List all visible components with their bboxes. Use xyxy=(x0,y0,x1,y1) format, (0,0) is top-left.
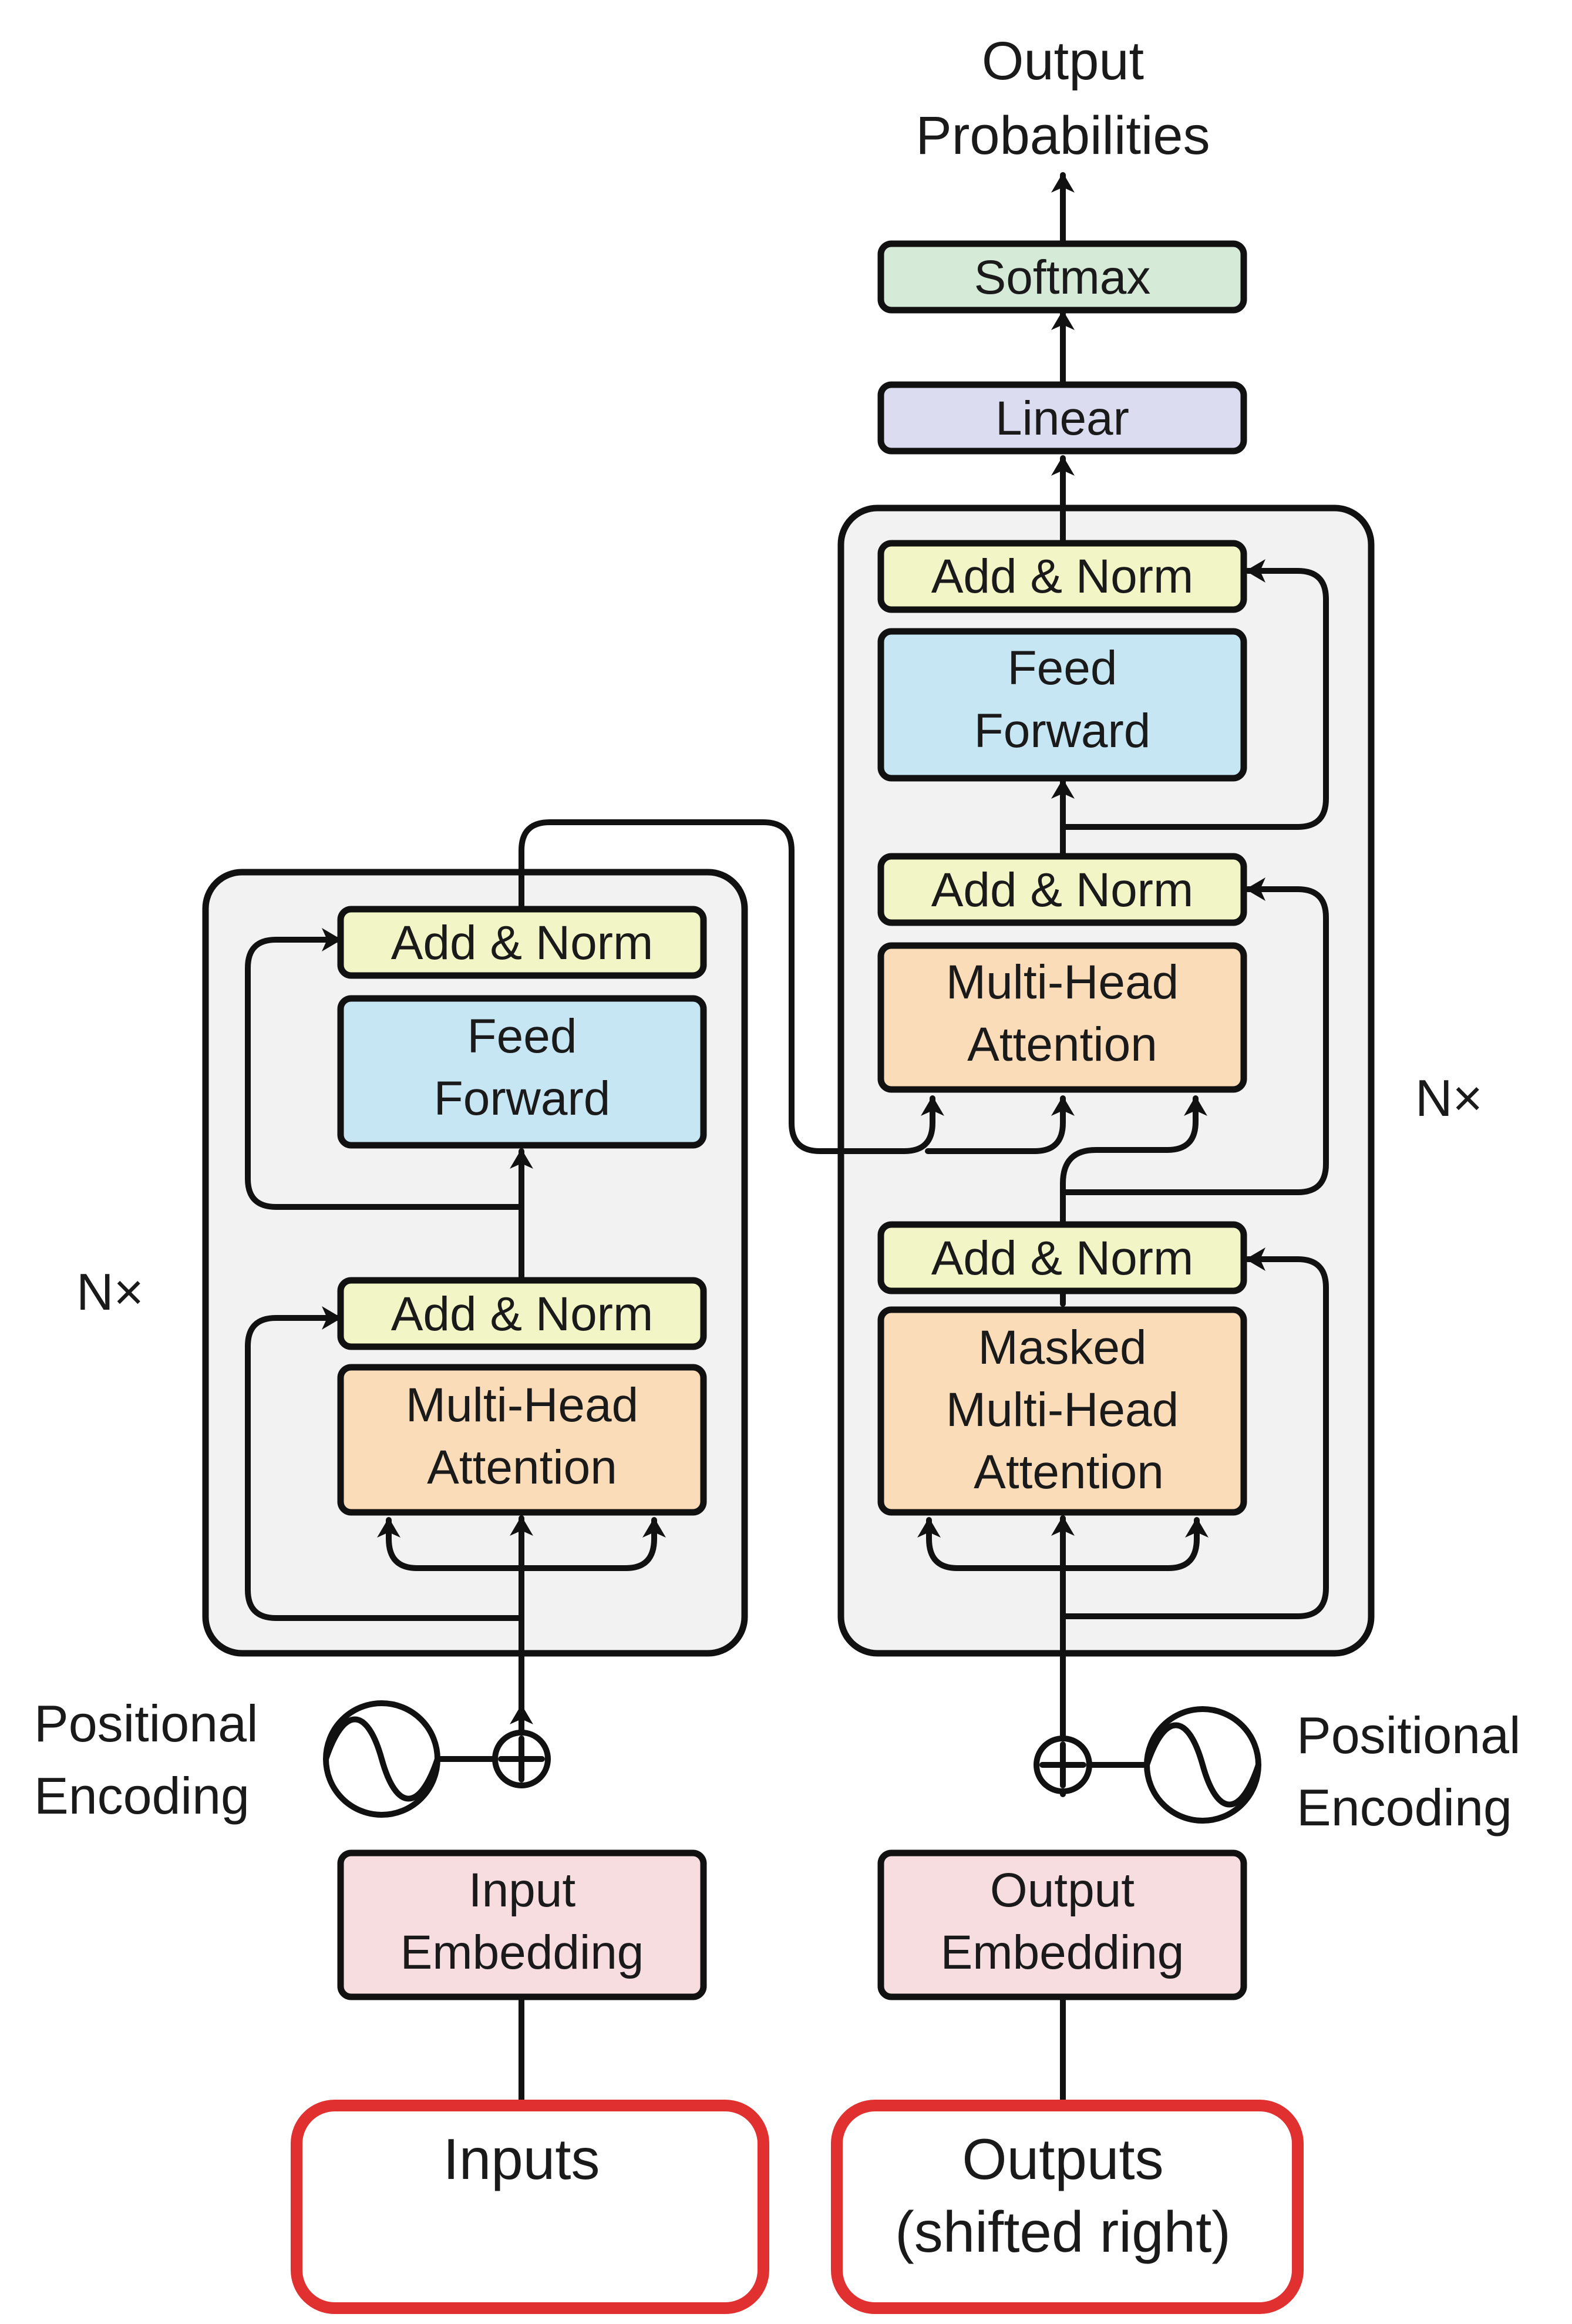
svg-text:Forward: Forward xyxy=(974,704,1151,758)
encoder-sine-wave-icon xyxy=(323,1700,440,1818)
encoder-stack xyxy=(202,869,748,1657)
svg-text:Add & Norm: Add & Norm xyxy=(391,1287,654,1341)
svg-text:Input: Input xyxy=(469,1864,576,1917)
svg-text:Multi-Head: Multi-Head xyxy=(406,1378,638,1432)
decoder-masked-attention: Masked Multi-Head Attention xyxy=(877,1306,1247,1516)
decoder-nx-label: N× xyxy=(1415,1069,1483,1127)
output-embedding-block: Output Embedding xyxy=(877,1849,1247,2000)
linear-block: Linear xyxy=(877,381,1247,455)
output-probabilities-label: Output xyxy=(982,31,1144,91)
svg-text:Masked: Masked xyxy=(978,1321,1146,1374)
output-probabilities-label-line2: Probabilities xyxy=(915,106,1210,166)
encoder-feed-forward: Feed Forward xyxy=(337,995,707,1149)
input-embedding-block: Input Embedding xyxy=(337,1849,707,2000)
encoder-add-icon xyxy=(492,1730,551,1788)
decoder-add-norm-top: Add & Norm xyxy=(877,540,1247,613)
svg-text:Multi-Head: Multi-Head xyxy=(946,1383,1179,1437)
svg-text:Add & Norm: Add & Norm xyxy=(391,916,654,970)
encoder-positional-encoding-label: Positional xyxy=(34,1694,258,1753)
decoder-positional-encoding-label-line2: Encoding xyxy=(1297,1778,1512,1837)
svg-text:Forward: Forward xyxy=(434,1072,611,1125)
decoder-feed-forward: Feed Forward xyxy=(877,628,1247,782)
svg-text:(shifted right): (shifted right) xyxy=(895,2199,1231,2264)
encoder-attention: Multi-Head Attention xyxy=(337,1364,707,1516)
svg-text:Softmax: Softmax xyxy=(974,251,1151,304)
encoder-add-norm-bottom: Add & Norm xyxy=(337,1277,707,1350)
svg-text:Attention: Attention xyxy=(967,1018,1157,1071)
inputs-box[interactable]: Inputs xyxy=(291,2100,769,2314)
svg-text:Add & Norm: Add & Norm xyxy=(931,863,1194,917)
decoder-sine-wave-icon xyxy=(1144,1706,1261,1824)
svg-text:Add & Norm: Add & Norm xyxy=(931,1232,1194,1285)
svg-text:Inputs: Inputs xyxy=(443,2127,600,2191)
svg-text:Embedding: Embedding xyxy=(400,1926,644,1979)
svg-text:Add & Norm: Add & Norm xyxy=(931,550,1194,603)
svg-text:Output: Output xyxy=(990,1864,1135,1917)
encoder-nx-label: N× xyxy=(76,1263,144,1321)
outputs-shifted-right-box[interactable]: Outputs (shifted right) xyxy=(831,2100,1304,2314)
svg-text:Linear: Linear xyxy=(995,392,1129,445)
softmax-block: Softmax xyxy=(877,240,1247,314)
decoder-cross-attention: Multi-Head Attention xyxy=(877,942,1247,1093)
decoder-positional-encoding-label: Positional xyxy=(1297,1706,1521,1764)
svg-text:Attention: Attention xyxy=(427,1441,617,1494)
decoder-add-norm-middle: Add & Norm xyxy=(877,853,1247,926)
svg-text:Multi-Head: Multi-Head xyxy=(946,956,1179,1009)
encoder-positional-encoding-label-line2: Encoding xyxy=(34,1767,250,1825)
svg-text:Attention: Attention xyxy=(974,1445,1164,1499)
svg-text:Feed: Feed xyxy=(467,1010,577,1063)
svg-text:Outputs: Outputs xyxy=(962,2127,1163,2191)
decoder-add-icon xyxy=(1034,1736,1092,1794)
svg-text:Embedding: Embedding xyxy=(941,1926,1184,1979)
svg-text:Feed: Feed xyxy=(1008,641,1117,695)
decoder-add-norm-bottom: Add & Norm xyxy=(877,1221,1247,1294)
encoder-add-norm-top: Add & Norm xyxy=(337,906,707,979)
